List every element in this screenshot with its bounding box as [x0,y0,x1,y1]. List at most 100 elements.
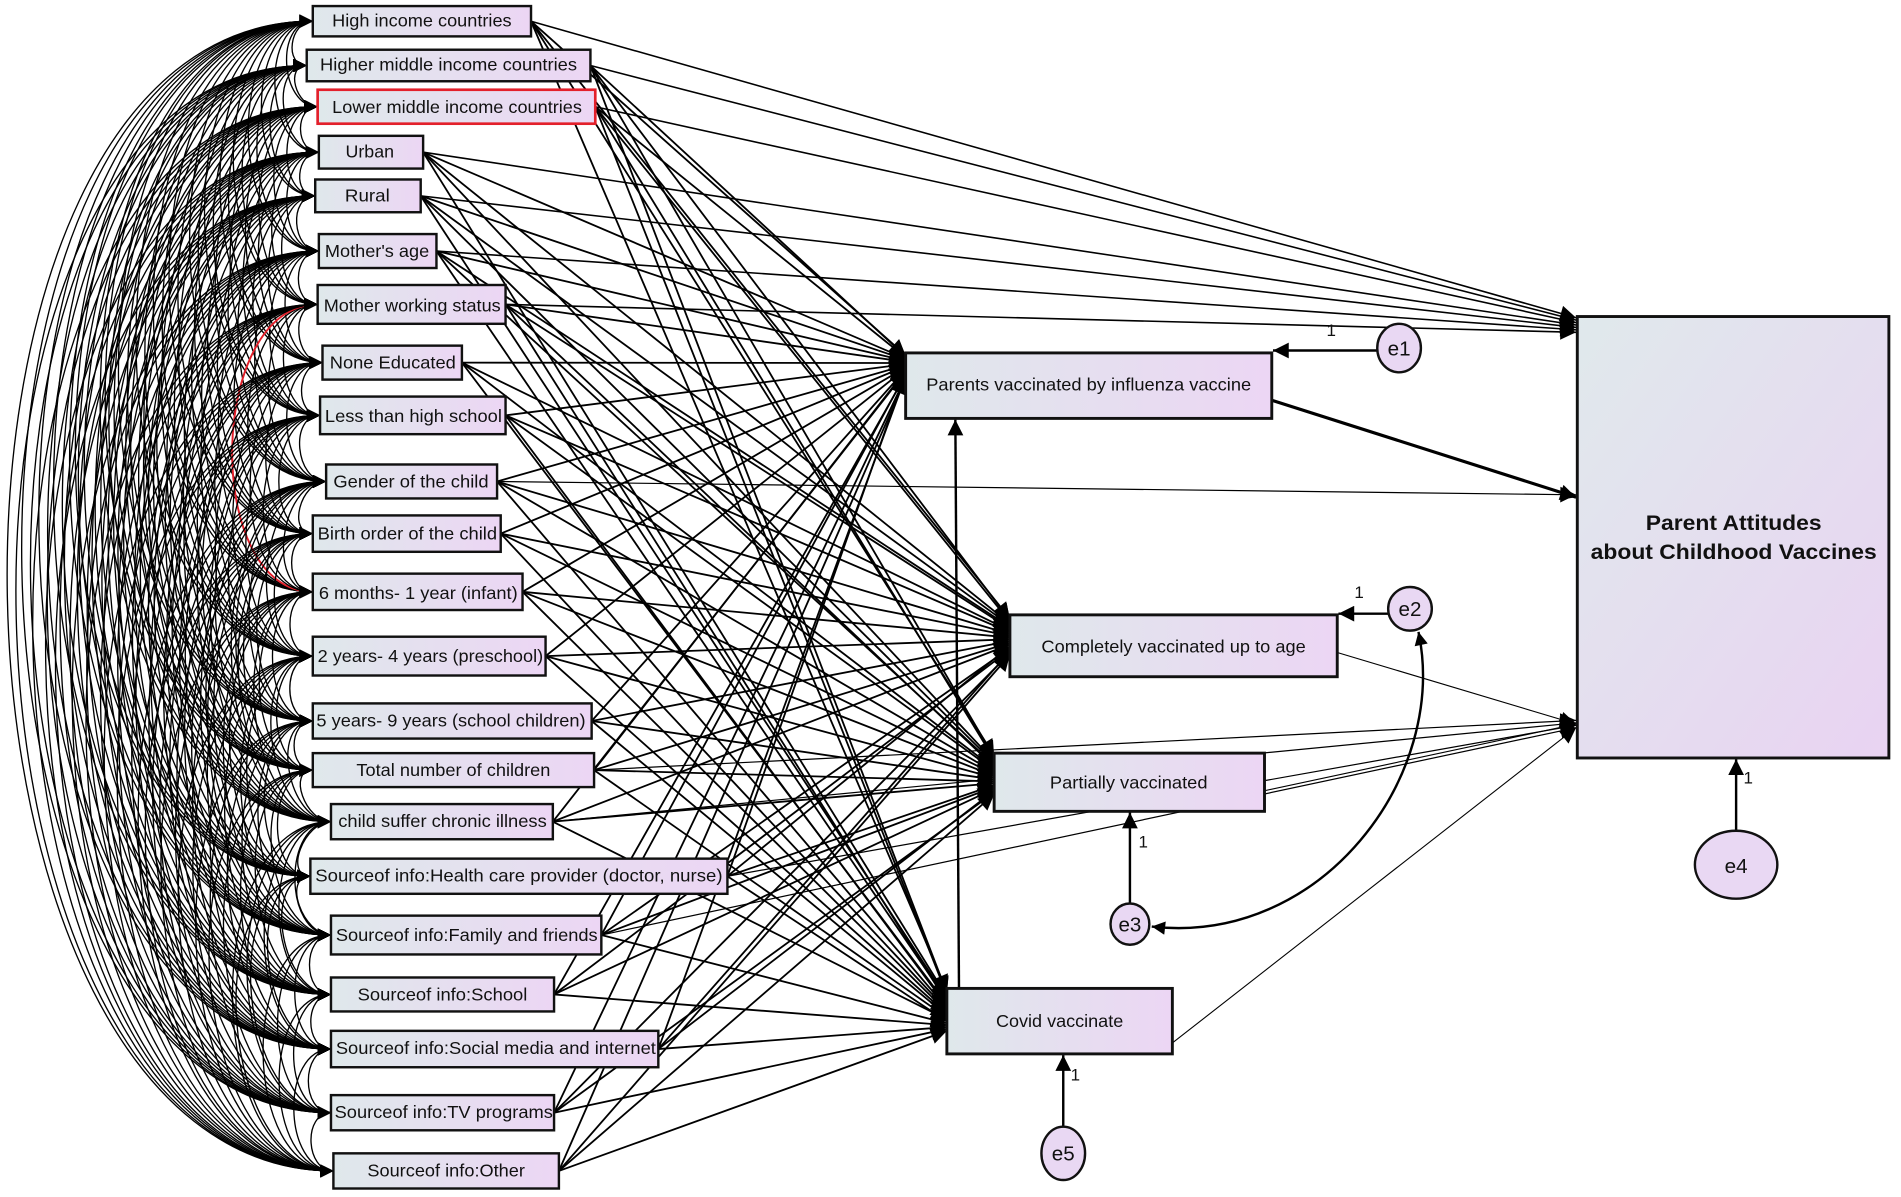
path-arrow [422,151,906,360]
path-arrow [657,650,1011,1050]
covariance-arc [276,928,331,1120]
covariance-arc [101,189,331,1002]
error-term-e3: e3 1 [1109,833,1151,946]
path-arrow [553,648,1011,996]
error-ellipse [1386,585,1434,632]
node-box [318,395,507,436]
error-ellipse [1693,829,1779,900]
node-label-line-2: about Childhood Vaccines [1591,541,1877,564]
path-arrow [558,793,995,1172]
path-arrow [553,1024,948,1114]
path-arrow [594,769,995,789]
covariance-arc [245,408,321,663]
covariance-arc [293,1042,334,1178]
covariance-arc [252,189,321,423]
node-label: Gender of the child [333,472,488,492]
node-label: Covid vaccinate [996,1011,1123,1031]
node-box [311,572,524,612]
covariance-arc [148,408,331,1056]
error-label: e3 [1118,913,1141,936]
node-info-other: Sourceof info:Other [332,1152,561,1190]
covariance-arc [263,714,313,883]
covariance-arc [69,189,331,1120]
error-label: e5 [1052,1143,1075,1166]
path-arrow [590,64,1577,324]
node-box [314,178,422,214]
error-label: e2 [1399,598,1422,621]
node-label: Parents vaccinated by influenza vaccine [926,375,1251,395]
path-arrow [436,250,1577,337]
path-arrow [545,367,907,657]
path-arrow [589,64,1011,621]
path-arrow [600,373,907,936]
node-box [329,802,555,841]
covariance-arc [240,649,331,942]
path-arrow [727,782,995,878]
covariance-arc [235,869,334,1178]
covariance-arc [131,408,331,1120]
error-terms: e1 1 e2 1 e3 1 e4 1 e5 1 [1040,321,1779,1182]
path-arrow [422,151,995,762]
error-term-e4: e4 1 [1693,768,1779,900]
path-arrow [594,106,907,359]
covariance-arc [209,408,331,829]
error-ellipse [1109,902,1151,946]
covariance-arc [222,585,331,942]
covariance-arc [85,297,334,1178]
covariance-arc [134,244,331,942]
covariance-arc [153,297,318,883]
node-partially-vaccinated: Partially vaccinated [992,751,1266,813]
covariance-arc [216,189,316,541]
node-label: Less than high school [325,406,502,426]
node-mothers-age: Mother's age [317,232,438,270]
node-label: Sourceof info:School [358,985,528,1005]
covariance-arc [100,100,318,883]
node-label-line-1: Parent Attitudes [1646,512,1822,535]
path-arrow [595,105,1577,327]
covariance-arc [214,100,327,489]
covariance-arc [232,14,318,312]
path-arrow [601,934,948,1027]
node-covid-vaccinate: Covid vaccinate [945,986,1174,1056]
covariance-arc [241,58,318,312]
node-box [992,751,1266,813]
node-lower-middle-income-countries: Lower middle income countries [316,88,597,126]
covariance-arc [257,145,323,370]
node-box [311,751,596,789]
covariance-arc [166,355,331,942]
node-box [311,702,593,740]
node-label: 5 years- 9 years (school children) [316,710,585,730]
node-none-educated: None Educated [321,344,464,381]
node-total-number-of-children: Total number of children [311,751,596,789]
node-label: High income countries [332,11,512,31]
node-box-highlighted [316,88,597,126]
path-arrow [505,414,1011,634]
path-arrow [552,642,1011,823]
node-box [317,232,438,270]
path-arrow [521,591,948,1013]
path-arrow [505,358,906,417]
covariance-arc [169,244,319,777]
node-info-tv-programs: Sourceof info:TV programs [329,1093,556,1132]
covariance-arc [196,355,331,829]
path-arrow [505,303,906,368]
node-urban: Urban [317,134,425,170]
covariance-arc [38,14,331,1056]
covariance-arc [77,58,331,942]
error-paths [1055,342,1744,1127]
error-term-e2: e2 1 [1354,583,1434,632]
node-box [329,1093,556,1132]
covariance-arc [226,714,331,1056]
covariance-arc [173,145,319,663]
covariance-arc [103,355,334,1178]
covariance-arc [276,763,313,883]
node-child-chronic-illness: child suffer chronic illness [329,802,555,841]
node-label: Mother working status [324,296,501,316]
covariance-arc [208,763,334,1178]
covariance-arc [144,526,334,1178]
covariance-arc [249,355,323,599]
path-arrow [589,64,907,358]
covariance-arc [143,100,318,728]
path-arrow [553,376,907,1114]
covariance-arc [125,100,331,829]
